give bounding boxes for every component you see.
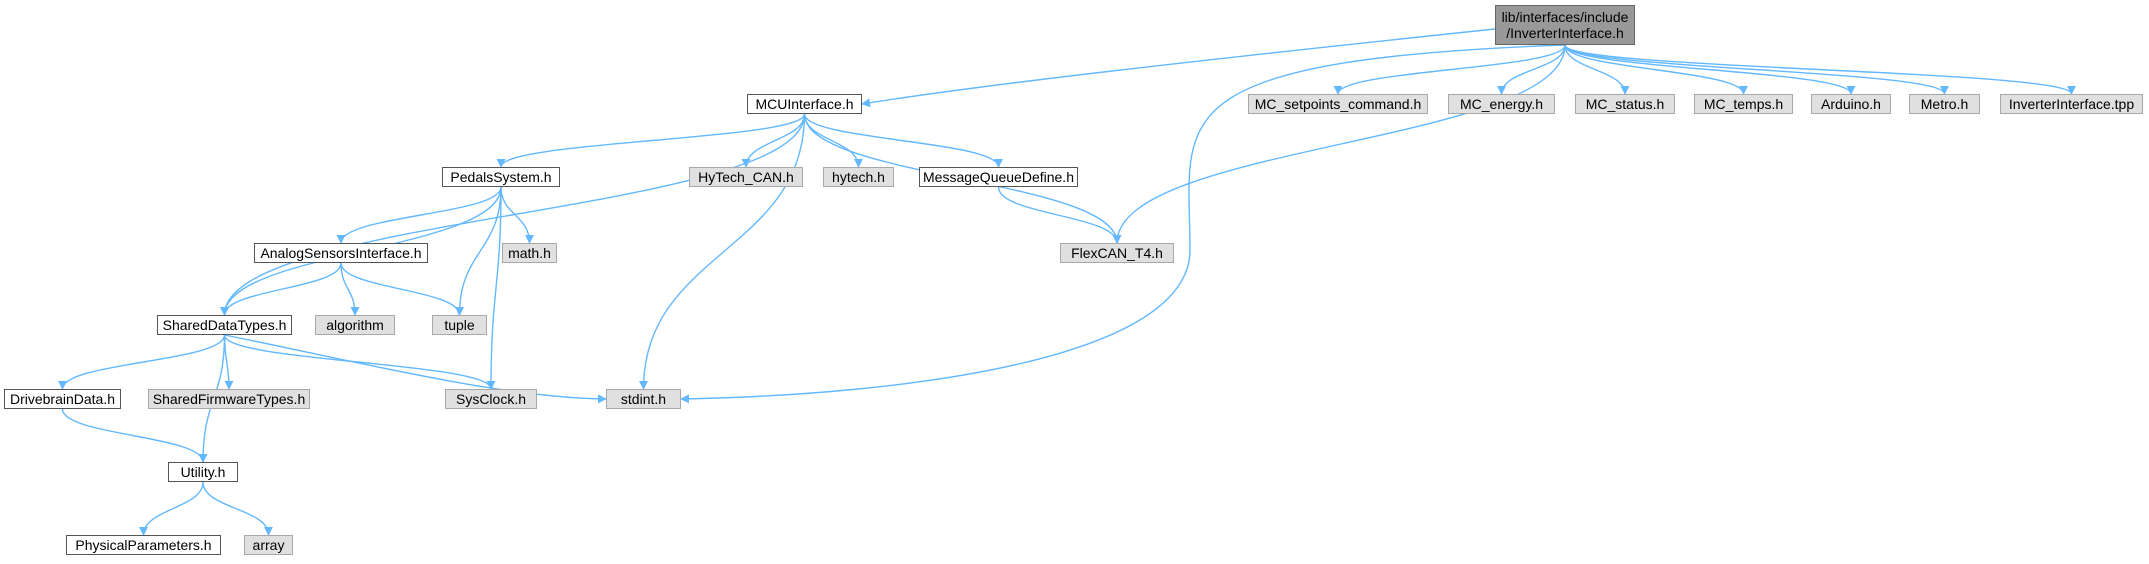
- node-analogsensorsinterface-h[interactable]: AnalogSensorsInterface.h: [254, 243, 428, 263]
- node-label: Metro.h: [1920, 95, 1969, 112]
- node-arduino-h: Arduino.h: [1811, 94, 1891, 114]
- node-label: MessageQueueDefine.h: [923, 168, 1074, 185]
- node-label: MC_status.h: [1585, 95, 1665, 112]
- edge-analog-to-tuple: [340, 262, 464, 316]
- node-label: FlexCAN_T4.h: [1071, 244, 1163, 261]
- edge-shared-to-sysclock: [223, 334, 496, 390]
- node-math-h: math.h: [502, 243, 557, 263]
- node-metro-h: Metro.h: [1909, 94, 1980, 114]
- edge-drivebrain-to-utility: [61, 408, 208, 463]
- node-drivebraindata-h[interactable]: DrivebrainData.h: [4, 389, 121, 409]
- edge-mcu-to-hytechcan: [741, 113, 806, 168]
- node-physicalparameters-h[interactable]: PhysicalParameters.h: [66, 535, 221, 555]
- edge-root-to-mcenergy: [1497, 44, 1566, 95]
- node-label: SharedFirmwareTypes.h: [152, 390, 306, 407]
- edge-root-to-stdint: [680, 44, 1566, 404]
- node-label: hytech.h: [832, 168, 885, 185]
- node-shareddatatypes-h[interactable]: SharedDataTypes.h: [157, 315, 292, 335]
- edge-mqdef-to-flexcan: [997, 186, 1122, 244]
- node-lib-interfaces-include-inverterinterface-h[interactable]: lib/interfaces/include/InverterInterface…: [1495, 5, 1635, 45]
- node-label: MC_energy.h: [1459, 95, 1543, 112]
- edge-root-to-mctemps: [1564, 44, 1748, 95]
- node-mc-status-h: MC_status.h: [1575, 94, 1675, 114]
- edge-root-to-arduino: [1564, 44, 1856, 95]
- node-label: Arduino.h: [1821, 95, 1881, 112]
- node-label: MC_temps.h: [1703, 95, 1784, 112]
- node-mc-energy-h: MC_energy.h: [1448, 94, 1555, 114]
- node-pedalssystem-h[interactable]: PedalsSystem.h: [442, 167, 560, 187]
- edge-shared-to-drivebrain: [58, 334, 226, 390]
- node-stdint-h: stdint.h: [606, 389, 681, 409]
- node-label: /InverterInterface.h: [1506, 25, 1624, 41]
- edge-utility-to-physical: [139, 481, 204, 536]
- edge-mcu-to-pedals: [496, 113, 806, 168]
- node-label: InverterInterface.tpp: [2008, 95, 2135, 112]
- node-sharedfirmwaretypes-h: SharedFirmwareTypes.h: [148, 389, 310, 409]
- node-label: PedalsSystem.h: [450, 168, 552, 185]
- edge-mcu-to-mqdef: [803, 113, 1003, 168]
- node-hytech-can-h: HyTech_CAN.h: [689, 167, 803, 187]
- edge-analog-to-algorithm: [340, 262, 360, 316]
- edge-pedals-to-sysclock: [486, 186, 502, 390]
- node-label: math.h: [508, 244, 551, 261]
- edge-shared-to-stdint: [224, 334, 607, 404]
- edge-pedals-to-tuple: [455, 186, 502, 316]
- node-hytech-h: hytech.h: [823, 167, 894, 187]
- edge-pedals-to-analog: [336, 186, 502, 244]
- node-label: AnalogSensorsInterface.h: [260, 244, 422, 261]
- node-label: PhysicalParameters.h: [75, 536, 212, 553]
- node-messagequeuedefine-h[interactable]: MessageQueueDefine.h: [919, 167, 1078, 187]
- edge-pedals-to-math: [500, 186, 534, 244]
- edge-root-to-mcu: [861, 28, 1496, 108]
- node-mc-temps-h: MC_temps.h: [1694, 94, 1793, 114]
- node-mcuinterface-h[interactable]: MCUInterface.h: [747, 94, 862, 114]
- node-inverterinterface-tpp: InverterInterface.tpp: [2000, 94, 2143, 114]
- edge-root-to-mcset: [1333, 44, 1566, 95]
- node-label: MCUInterface.h: [755, 95, 854, 112]
- node-mc-setpoints-command-h: MC_setpoints_command.h: [1248, 94, 1428, 114]
- node-label: stdint.h: [620, 390, 667, 407]
- node-label: DrivebrainData.h: [9, 390, 116, 407]
- node-tuple: tuple: [432, 315, 487, 335]
- node-sysclock-h: SysClock.h: [445, 389, 537, 409]
- node-label: tuple: [444, 316, 475, 333]
- node-label: HyTech_CAN.h: [698, 168, 794, 185]
- node-label: SharedDataTypes.h: [162, 316, 287, 333]
- edge-root-to-flexcan: [1112, 44, 1566, 244]
- edge-mcu-to-stdint: [639, 113, 806, 390]
- edge-root-to-tpp: [1564, 44, 2076, 95]
- edge-shared-to-sharedfw: [223, 334, 234, 390]
- node-algorithm: algorithm: [315, 315, 395, 335]
- edge-root-to-metro: [1564, 44, 1949, 95]
- node-utility-h[interactable]: Utility.h: [168, 462, 238, 482]
- edge-analog-to-shared: [220, 262, 342, 316]
- node-label: lib/interfaces/include: [1501, 8, 1629, 25]
- node-label: algorithm: [326, 316, 384, 333]
- edge-root-to-mcstatus: [1564, 44, 1630, 95]
- node-label: MC_setpoints_command.h: [1254, 95, 1422, 112]
- edge-utility-to-array: [202, 481, 273, 536]
- node-label: Utility.h: [180, 463, 226, 480]
- node-array: array: [244, 535, 293, 555]
- node-flexcan-t4-h: FlexCAN_T4.h: [1060, 243, 1174, 263]
- node-label: array: [252, 536, 285, 553]
- node-label: SysClock.h: [455, 390, 527, 407]
